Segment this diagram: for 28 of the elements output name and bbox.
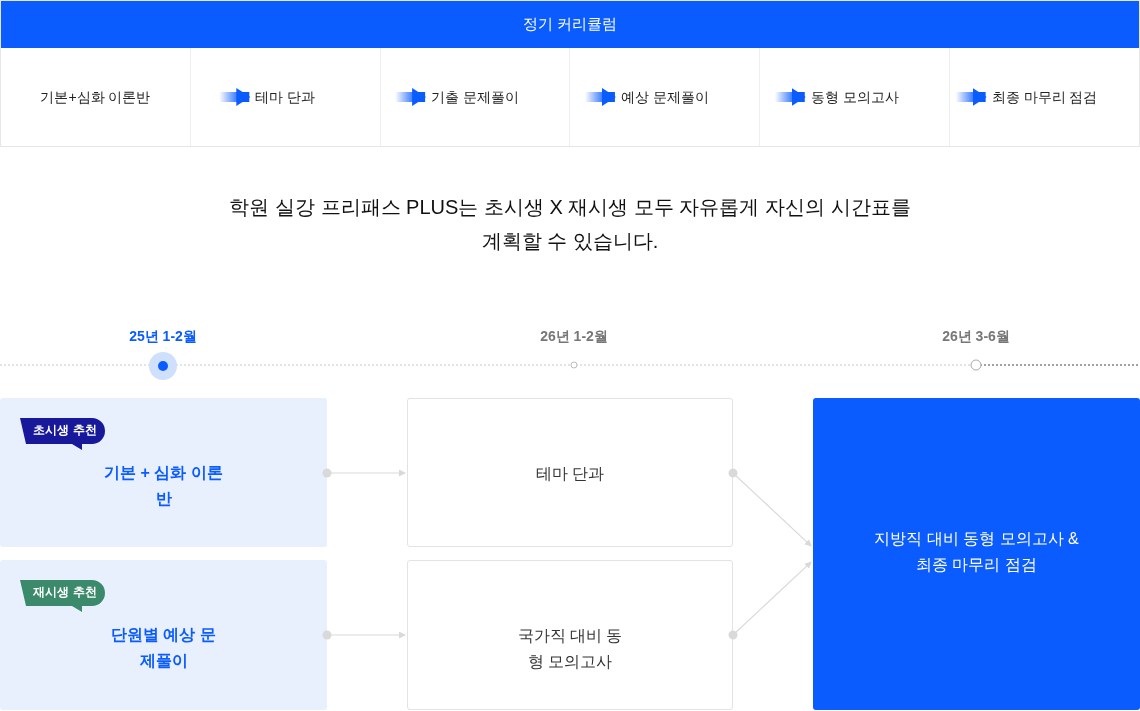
- course-card: [813, 398, 1140, 710]
- headline: 학원 실강 프리패스 PLUS는 초시생 X 재시생 모두 자유롭게 자신의 시간표를 계획할 수 있습니다.: [228, 195, 912, 254]
- curriculum-header: 정기 커리큘럼: [1, 1, 1139, 48]
- arrow: [728, 468, 812, 547]
- course-title: 단원별 예상 문제풀이: [110, 625, 217, 671]
- arrow: [322, 468, 406, 478]
- step-label: 기본+심화 이론반: [40, 86, 151, 108]
- period-label: 25년 1-2월: [128, 327, 198, 346]
- arrow: [728, 561, 812, 640]
- step-label: 예상 문제풀이: [620, 86, 709, 108]
- course-title: 지방직 대비 동형 모의고사 & 최종 마무리 점검: [873, 529, 1080, 575]
- period-label: 26년 3-6월: [941, 327, 1011, 346]
- course-title: 국가직 대비 동형 모의고사: [516, 626, 624, 672]
- recommend-badge: 초시생 추천: [20, 416, 106, 450]
- course-card: [0, 560, 327, 710]
- arrow: [322, 630, 406, 640]
- step-label: 동형 모의고사: [810, 86, 899, 108]
- period-label: 26년 1-2월: [539, 327, 609, 346]
- course-title: 기본 + 심화 이론반: [103, 463, 224, 509]
- course-card: [407, 560, 733, 710]
- curriculum-panel: [0, 0, 1140, 147]
- course-card: [407, 398, 733, 547]
- course-title: 테마 단과: [535, 464, 605, 484]
- step-label: 테마 단과: [255, 86, 316, 108]
- course-card: [0, 398, 327, 547]
- step-label: 최종 마무리 점검: [991, 86, 1098, 108]
- step-label: 기출 문제풀이: [431, 86, 519, 108]
- recommend-badge: 재시생 추천: [20, 578, 106, 612]
